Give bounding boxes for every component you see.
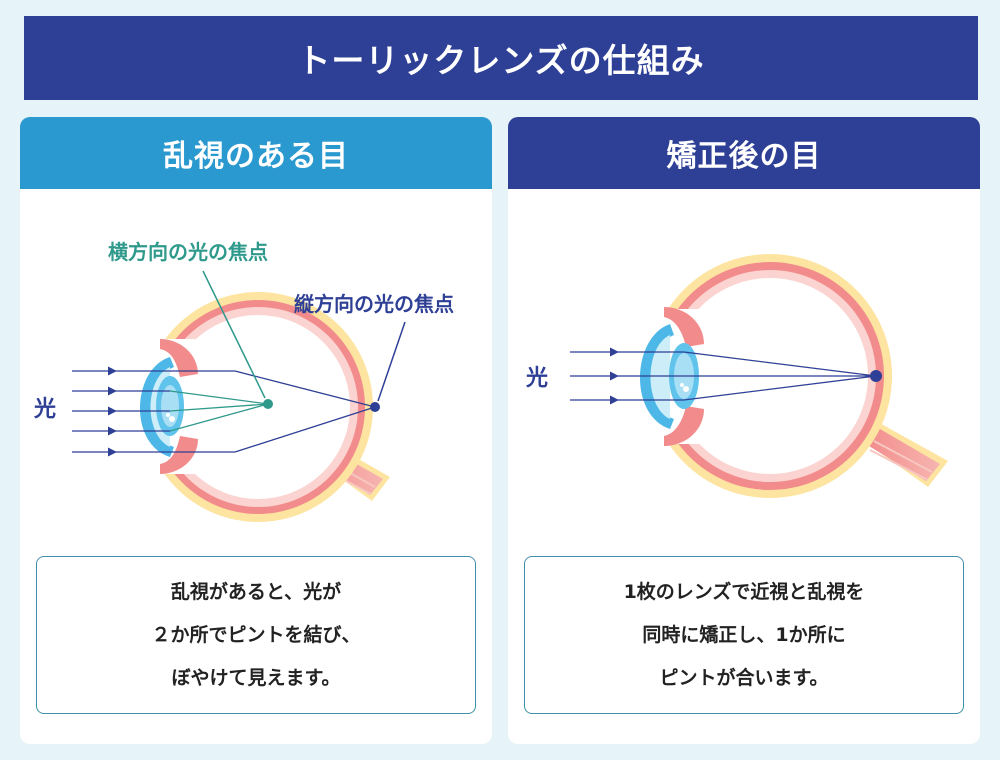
cornea bbox=[139, 357, 174, 457]
horizontal-focus-point bbox=[263, 399, 273, 409]
page-title: トーリックレンズの仕組み bbox=[24, 16, 978, 100]
incoming-light-rays bbox=[570, 347, 684, 405]
caption-line: ぼやけて見えます。 bbox=[171, 666, 341, 689]
caption-line: ２か所でピントを結び、 bbox=[151, 623, 361, 646]
corrected-eye-caption: 1枚のレンズで近視と乱視を 同時に矯正し、1か所に ピントが合います。 bbox=[524, 556, 964, 714]
vertical-focus-point bbox=[370, 402, 380, 412]
astigmatic-eye-diagram: 横方向の光の焦点 縦方向の光の焦点 光 bbox=[33, 240, 454, 522]
light-label: 光 bbox=[525, 366, 548, 391]
caption-line: 乱視があると、光が bbox=[170, 580, 342, 603]
astigmatic-eye-caption: 乱視があると、光が ２か所でピントを結び、 ぼやけて見えます。 bbox=[36, 556, 476, 714]
vertical-focus-label: 縦方向の光の焦点 bbox=[294, 292, 454, 316]
horizontal-focus-label: 横方向の光の焦点 bbox=[108, 240, 268, 264]
corrected-eye-header: 矯正後の目 bbox=[508, 117, 980, 189]
corrected-eye-panel: 矯正後の目 bbox=[508, 117, 980, 744]
astigmatic-eye-panel: 乱視のある目 bbox=[20, 117, 492, 744]
corrected-eye-diagram: 光 bbox=[525, 254, 948, 498]
vertical-focus-callout bbox=[377, 321, 406, 402]
eyeball bbox=[139, 292, 390, 522]
caption-line: 同時に矯正し、1か所に bbox=[642, 623, 846, 646]
astigmatic-eye-header: 乱視のある目 bbox=[20, 117, 492, 189]
vertical-focus-rays bbox=[234, 370, 376, 453]
horizontal-focus-rays bbox=[169, 390, 269, 432]
incoming-light-rays bbox=[72, 366, 235, 457]
focused-rays bbox=[683, 351, 877, 401]
single-focus-point bbox=[870, 370, 882, 382]
horizontal-focus-callout bbox=[202, 270, 266, 399]
light-label: 光 bbox=[33, 397, 56, 422]
cornea bbox=[639, 324, 674, 429]
caption-line: ピントが合います。 bbox=[659, 666, 829, 689]
caption-line: 1枚のレンズで近視と乱視を bbox=[623, 580, 865, 603]
